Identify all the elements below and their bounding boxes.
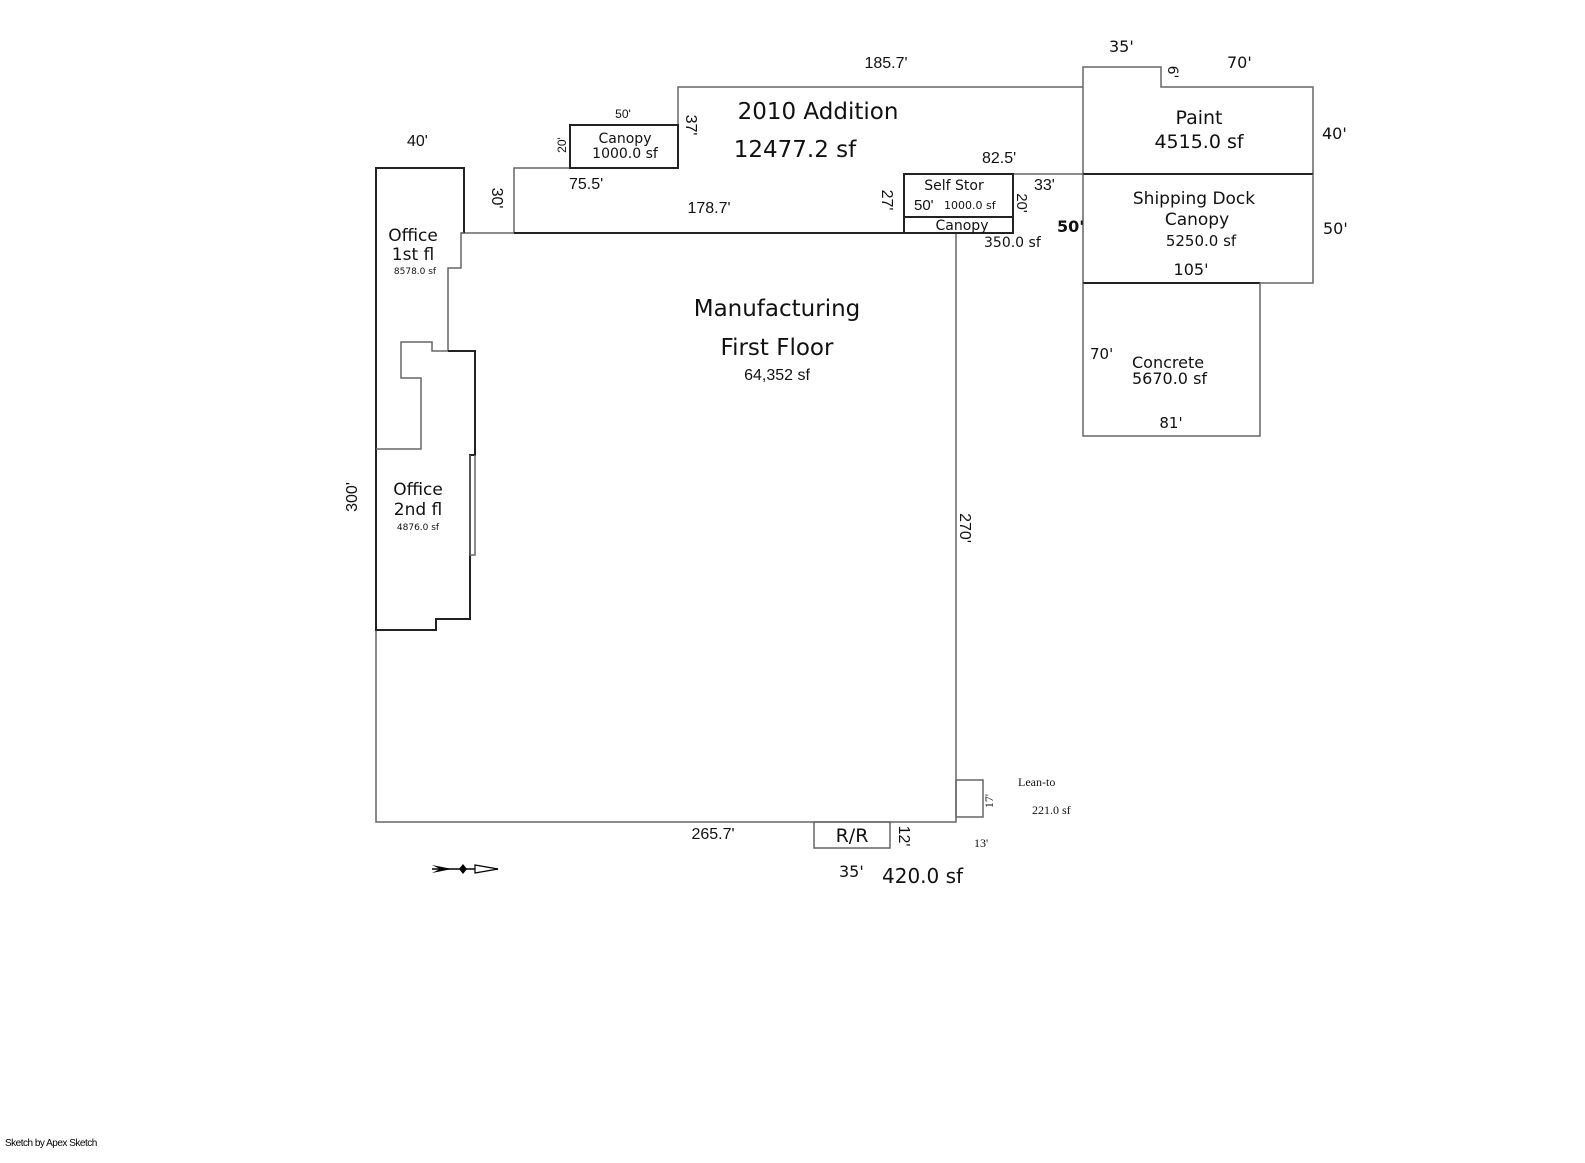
- self-stor-label: Self Stor: [924, 178, 984, 194]
- dim-self-stor-20: 20': [1013, 193, 1030, 213]
- rr-area: 420.0 sf: [882, 864, 964, 888]
- shipping-area: 5250.0 sf: [1166, 232, 1237, 250]
- paint-outline: [1082, 66, 1314, 174]
- office1-sublabel: 1st fl: [392, 245, 434, 265]
- rr-outline: [813, 821, 891, 849]
- dim-paint-35: 35': [1109, 37, 1134, 56]
- office2-sublabel: 2nd fl: [394, 500, 443, 520]
- concrete-outline: [1082, 283, 1261, 437]
- office1-label: Office: [388, 226, 438, 246]
- dim-concrete-70: 70': [1090, 345, 1113, 363]
- dim-rr-12: 12': [895, 826, 912, 847]
- office1-area: 8578.0 sf: [394, 267, 437, 277]
- dim-south-length: 265.7': [691, 826, 734, 843]
- dim-82-5: 82.5': [982, 150, 1016, 167]
- office2-label: Office: [393, 480, 443, 500]
- dim-concrete-81: 81': [1159, 414, 1182, 432]
- dim-paint-6: 6': [1164, 66, 1180, 79]
- dim-lean-to-13: 13': [974, 836, 988, 850]
- self-stor-area: 1000.0 sf: [944, 199, 997, 212]
- dim-addition-75: 75.5': [569, 176, 603, 193]
- self-stor-outline: [903, 173, 1014, 234]
- dim-rr-35: 35': [839, 862, 864, 881]
- compass-arrow-icon: [432, 864, 499, 874]
- lean-to-outline: [955, 779, 984, 818]
- dim-addition-37: 37': [682, 115, 699, 136]
- dim-paint-70: 70': [1227, 53, 1252, 72]
- office-1st-step: [447, 232, 464, 351]
- dim-self-stor-27: 27': [878, 190, 895, 211]
- dim-west-length: 300': [344, 482, 361, 512]
- paint-area: 4515.0 sf: [1154, 131, 1244, 153]
- lean-to-area: 221.0 sf: [1032, 803, 1071, 817]
- office2-area: 4876.0 sf: [397, 523, 440, 533]
- dim-lean-to-17: 17': [982, 794, 996, 808]
- manufacturing-outline: [375, 232, 957, 823]
- shipping-sublabel: Canopy: [1165, 210, 1229, 230]
- lean-to-label: Lean-to: [1018, 775, 1055, 789]
- addition-area: 12477.2 sf: [734, 137, 857, 163]
- dim-canopy-depth: 20': [555, 137, 569, 153]
- canopy-top-area: 1000.0 sf: [592, 146, 659, 162]
- office-2nd-inner: [376, 341, 476, 556]
- dim-33: 33': [1034, 177, 1055, 194]
- canopy-small-area: 350.0 sf: [984, 235, 1042, 251]
- dim-shipping-left: 50': [1057, 217, 1084, 236]
- dim-office-width: 40': [407, 133, 428, 150]
- office-2nd-outline: [375, 350, 476, 631]
- dim-addition-bottom: 178.7': [687, 200, 730, 217]
- dim-shipping-105: 105': [1174, 260, 1209, 279]
- shipping-outline: [1082, 174, 1314, 284]
- manufacturing-area: 64,352 sf: [744, 367, 810, 384]
- canopy-small-label: Canopy: [936, 218, 989, 234]
- dim-east-length: 270': [956, 513, 973, 543]
- dim-addition-top: 185.7': [864, 55, 907, 72]
- dim-shipping-right: 50': [1323, 219, 1348, 238]
- rr-label: R/R: [836, 825, 869, 847]
- manufacturing-label: Manufacturing: [694, 296, 861, 322]
- canopy-top-outline: [569, 124, 679, 169]
- dim-addition-step: 30': [488, 188, 505, 209]
- dim-paint-40: 40': [1322, 124, 1347, 143]
- concrete-area: 5670.0 sf: [1132, 369, 1207, 388]
- shipping-label: Shipping Dock: [1133, 189, 1255, 209]
- office-1st-outline: [375, 167, 465, 630]
- footer-credit: Sketch by Apex Sketch: [5, 1138, 97, 1149]
- manufacturing-sublabel: First Floor: [721, 335, 834, 361]
- concrete-label: Concrete: [1132, 353, 1204, 372]
- paint-label: Paint: [1175, 107, 1222, 129]
- canopy-top-label: Canopy: [599, 131, 652, 147]
- dim-canopy-width: 50': [615, 107, 631, 121]
- addition-label: 2010 Addition: [738, 99, 899, 125]
- dim-self-stor-50: 50': [914, 197, 934, 214]
